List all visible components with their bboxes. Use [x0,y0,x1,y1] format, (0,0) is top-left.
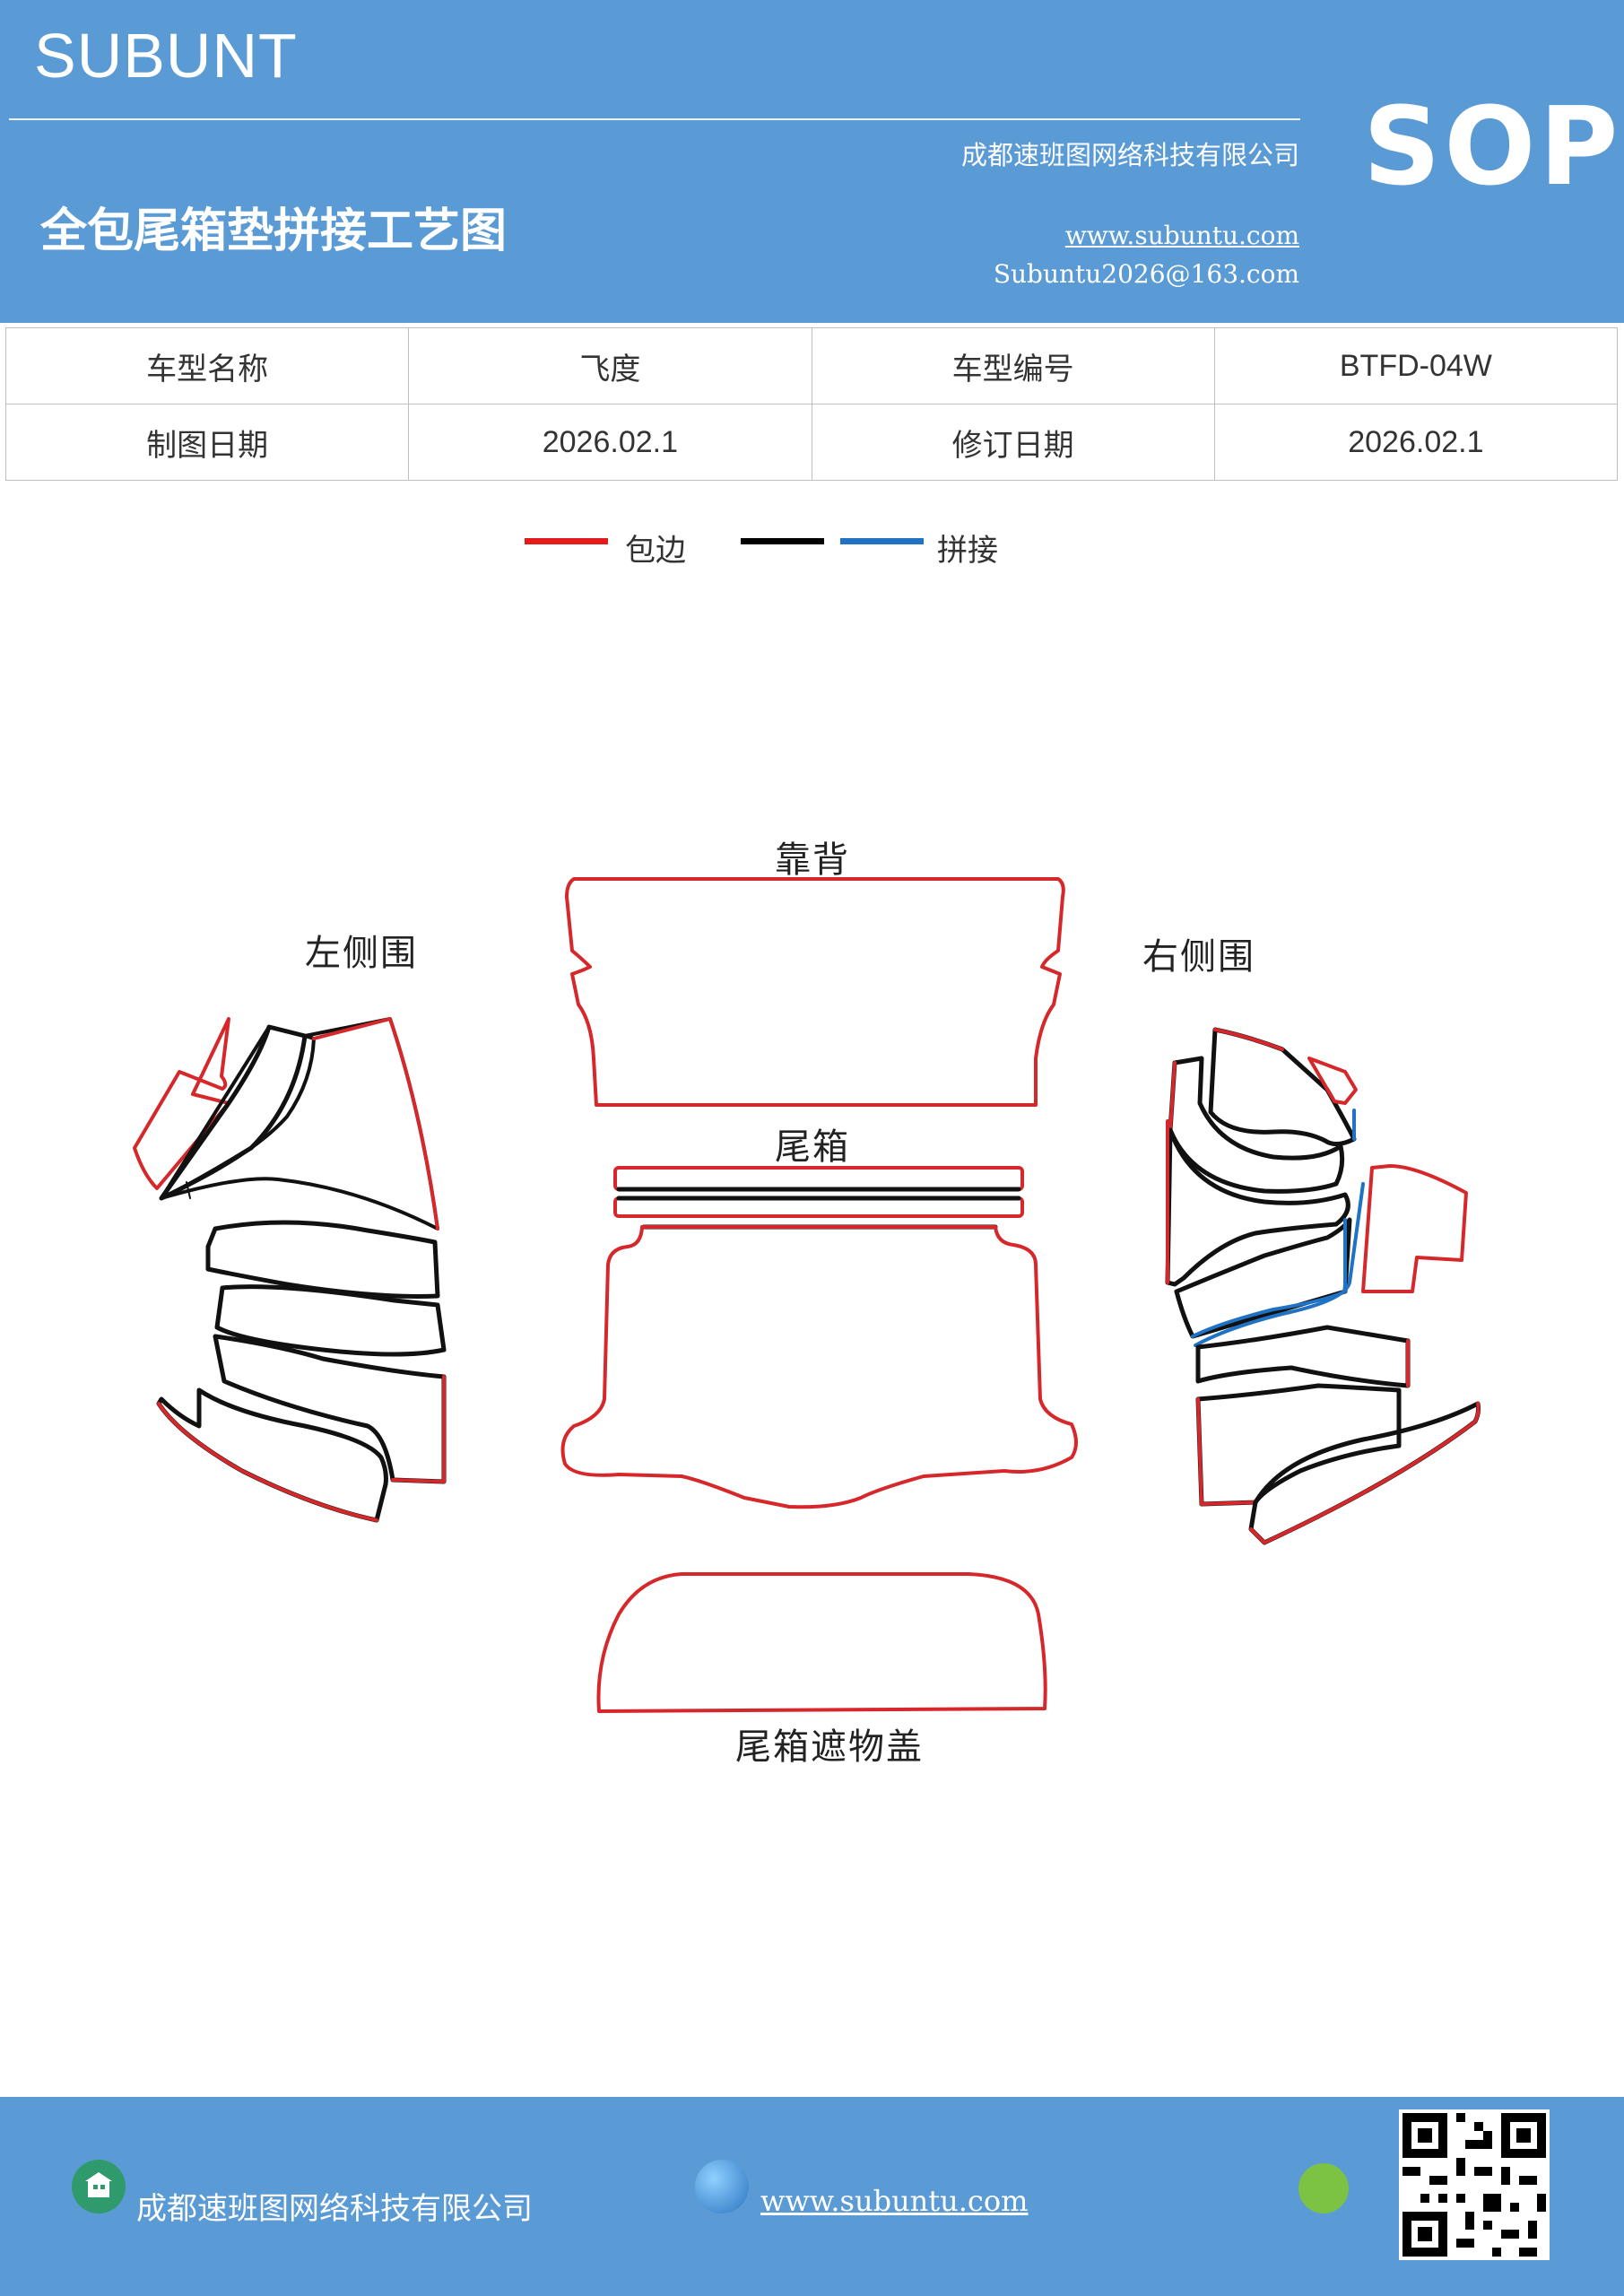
table-cell: 2026.02.1 [1213,404,1619,481]
footer-company-name: 成都速班图网络科技有限公司 [136,2191,533,2227]
table-row: 车型名称 飞度 车型编号 BTFD-04W [4,327,1619,404]
vehicle-info-table: 车型名称 飞度 车型编号 BTFD-04W 制图日期 2026.02.1 修订日… [4,327,1619,481]
sop-badge: SOP [1363,85,1622,210]
left-side-panel-5 [213,1334,447,1484]
legend-swatch-red [525,538,608,544]
left-side-panel-4 [214,1284,447,1357]
right-side-panel-7 [1195,1325,1411,1388]
document-title: 全包尾箱垫拼接工艺图 [40,204,508,258]
table-cell: 车型编号 [811,327,1215,404]
table-cell: 修订日期 [811,404,1215,481]
header-company-name: 成都速班图网络科技有限公司 [960,140,1299,170]
left-side-panel-3 [205,1220,440,1299]
brand-logo-text: SUBUNT [34,21,298,91]
left-side-panel-1 [133,1017,230,1190]
right-side-panel-2 [1307,1057,1358,1105]
right-side-panel-9 [1248,1401,1481,1545]
right-side-panel-5 [1174,1217,1352,1339]
table-cell: 车型名称 [4,327,410,404]
right-side-panel-6 [1361,1164,1468,1293]
header-email: Subuntu2026@163.com [993,259,1299,289]
header-divider [9,118,1300,120]
building-icon [72,2160,126,2213]
right-side-panel-8 [1195,1383,1402,1507]
header-website-link[interactable]: www.subuntu.com [1064,221,1299,250]
part-label-cover: 尾箱遮物盖 [735,1726,924,1768]
table-cell: BTFD-04W [1213,327,1619,404]
wechat-icon [1298,2163,1349,2213]
left-side-panel-6 [156,1387,388,1523]
table-cell: 2026.02.1 [408,404,812,481]
trunk-strip-middle [613,1196,1024,1218]
left-side-panel-2 [160,1017,439,1231]
trunk-floor-panel [560,1225,1078,1509]
table-cell: 飞度 [408,327,812,404]
backrest-panel [565,877,1065,1107]
legend-swatch-blue [840,538,924,544]
part-label-right-side: 右侧围 [1142,936,1255,978]
trunk-strip-top [613,1166,1024,1191]
part-label-backrest: 靠背 [775,839,850,881]
globe-icon [695,2160,749,2213]
header-banner [0,0,1624,323]
footer-website-link[interactable]: www.subuntu.com [760,2184,1029,2218]
legend-label-splice: 拼接 [937,533,998,569]
part-label-trunk: 尾箱 [775,1126,850,1168]
table-cell: 制图日期 [4,404,410,481]
legend-swatch-black [741,538,824,544]
part-label-left-side: 左侧围 [305,933,418,974]
table-row: 制图日期 2026.02.1 修订日期 2026.02.1 [4,404,1619,481]
legend-label-edge: 包边 [625,533,686,569]
footer-banner [0,2097,1624,2296]
cargo-cover-panel [596,1572,1047,1713]
right-side-panel-4 [1165,1127,1350,1287]
right-side-panel-1 [1208,1027,1357,1146]
qr-code [1399,2109,1550,2260]
right-side-panel-3 [1168,1056,1345,1194]
